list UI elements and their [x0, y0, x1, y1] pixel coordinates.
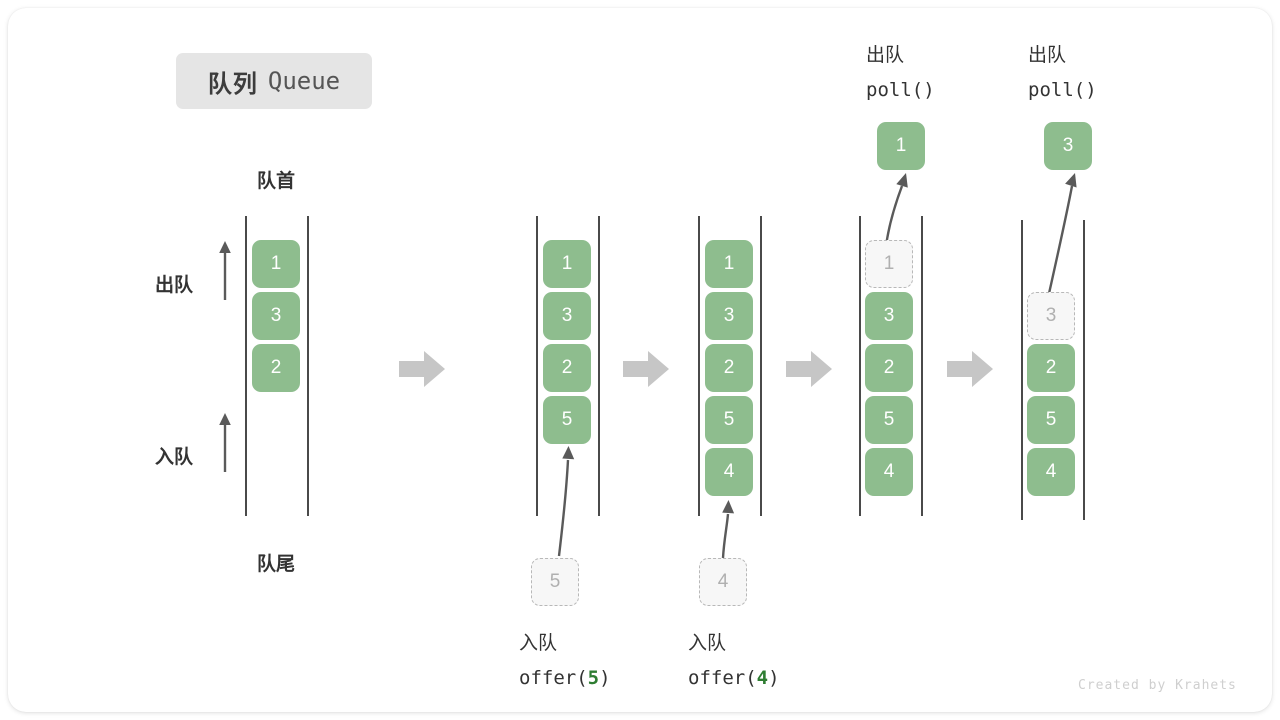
removed-ghost-item: 1: [865, 240, 913, 288]
queue-item: 2: [865, 344, 913, 392]
operation-label-col4: 出队 poll(): [866, 38, 935, 108]
enqueue-direction-label: 入队: [155, 447, 194, 468]
queue-item-new: 5: [543, 396, 591, 444]
rail-right-col3: [760, 216, 762, 516]
enqueue-motion-arrow-icon: [721, 500, 735, 559]
queue-tail-label: 队尾: [256, 554, 295, 575]
queue-item: 3: [252, 292, 300, 340]
queue-item: 3: [865, 292, 913, 340]
queue-item: 5: [1027, 396, 1075, 444]
queue-head-label: 队首: [256, 171, 295, 192]
dequeue-motion-arrow-icon: [1046, 173, 1077, 299]
operation-label-col3: 入队 offer(4): [688, 626, 780, 696]
queue-item: 2: [705, 344, 753, 392]
flow-arrow-icon: [623, 351, 669, 387]
enqueue-arrow-icon: [219, 413, 231, 472]
footer-credit: Created by Krahets: [1078, 678, 1237, 693]
rail-left-col2: [536, 216, 538, 516]
operation-code: offer(4): [688, 667, 780, 689]
dequeue-direction-label: 出队: [155, 275, 194, 296]
operation-code: poll(): [1028, 79, 1097, 101]
operation-label-col2: 入队 offer(5): [519, 626, 611, 696]
queue-item: 3: [705, 292, 753, 340]
rail-right-col5: [1083, 220, 1085, 520]
flow-arrow-icon: [786, 351, 832, 387]
rail-right-col2: [598, 216, 600, 516]
queue-item: 1: [252, 240, 300, 288]
queue-item: 2: [252, 344, 300, 392]
rail-right-col4: [921, 216, 923, 516]
operation-cn: 入队: [519, 633, 558, 654]
queue-item: 4: [865, 448, 913, 496]
flow-arrow-icon: [399, 351, 445, 387]
removed-ghost-item: 3: [1027, 292, 1075, 340]
diagram-card: 队列 Queue 队首 出队 入队 1 3 2 队尾 1 3 2 5 5 入队 …: [8, 8, 1272, 712]
operation-cn: 出队: [1028, 45, 1067, 66]
operation-label-col5: 出队 poll(): [1028, 38, 1097, 108]
rail-left-col1: [245, 216, 247, 516]
rail-right-col1: [307, 216, 309, 516]
dequeue-motion-arrow-icon: [884, 173, 908, 247]
rail-left-col5: [1021, 220, 1023, 520]
title-cn: 队列: [207, 70, 258, 98]
queue-item: 5: [865, 396, 913, 444]
queue-item: 3: [543, 292, 591, 340]
title-en: Queue: [267, 67, 341, 95]
operation-code-value: 5: [587, 667, 600, 689]
popped-item: 3: [1044, 122, 1092, 170]
popped-item: 1: [877, 122, 925, 170]
enqueue-motion-arrow-icon: [557, 446, 575, 557]
queue-item: 2: [1027, 344, 1075, 392]
operation-cn: 入队: [688, 633, 727, 654]
dequeue-arrow-icon: [219, 241, 231, 300]
title-badge: 队列 Queue: [176, 53, 372, 109]
queue-item: 1: [543, 240, 591, 288]
operation-code: poll(): [866, 79, 935, 101]
operation-code: offer(5): [519, 667, 611, 689]
operation-code-value: 4: [756, 667, 769, 689]
queue-item: 1: [705, 240, 753, 288]
queue-item: 5: [705, 396, 753, 444]
queue-item: 4: [1027, 448, 1075, 496]
queue-item: 2: [543, 344, 591, 392]
rail-left-col4: [859, 216, 861, 516]
incoming-ghost-item: 5: [531, 558, 579, 606]
incoming-ghost-item: 4: [699, 558, 747, 606]
queue-item-new: 4: [705, 448, 753, 496]
rail-left-col3: [698, 216, 700, 516]
flow-arrow-icon: [947, 351, 993, 387]
operation-cn: 出队: [866, 45, 905, 66]
